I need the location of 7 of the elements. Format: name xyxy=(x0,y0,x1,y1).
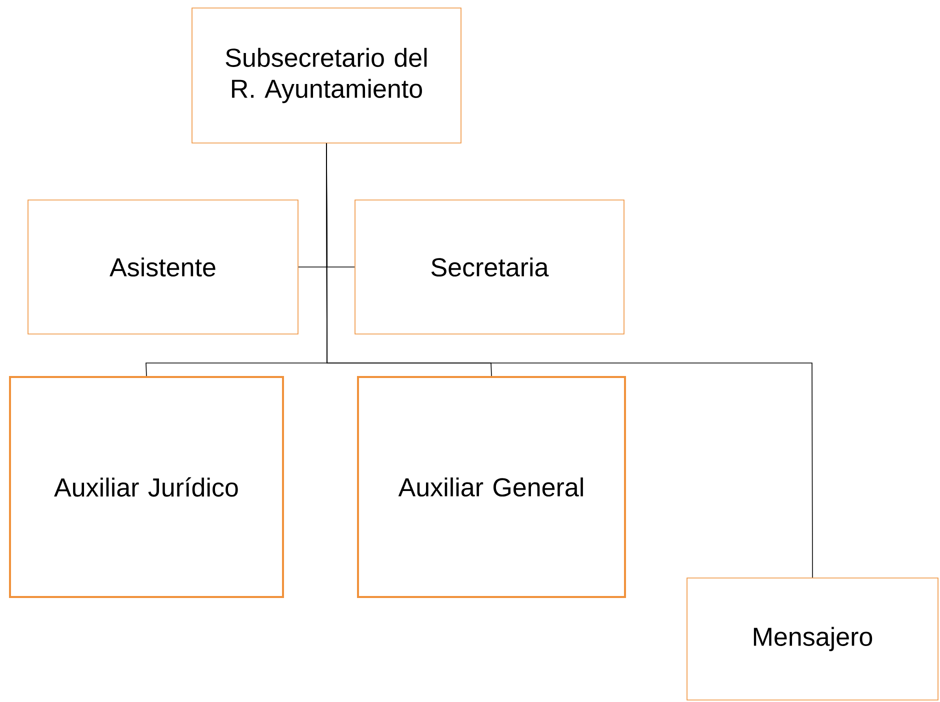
org-box: Mensajero xyxy=(686,578,938,700)
org-box: Auxiliar Jurídico xyxy=(9,376,284,598)
org-box: Auxiliar General xyxy=(357,376,626,598)
org-box: Asistente xyxy=(28,200,298,334)
org-box: Subsecretario del R. Ayuntamiento xyxy=(192,8,462,144)
connector-line xyxy=(326,143,813,578)
org-box: Secretaria xyxy=(354,200,624,334)
